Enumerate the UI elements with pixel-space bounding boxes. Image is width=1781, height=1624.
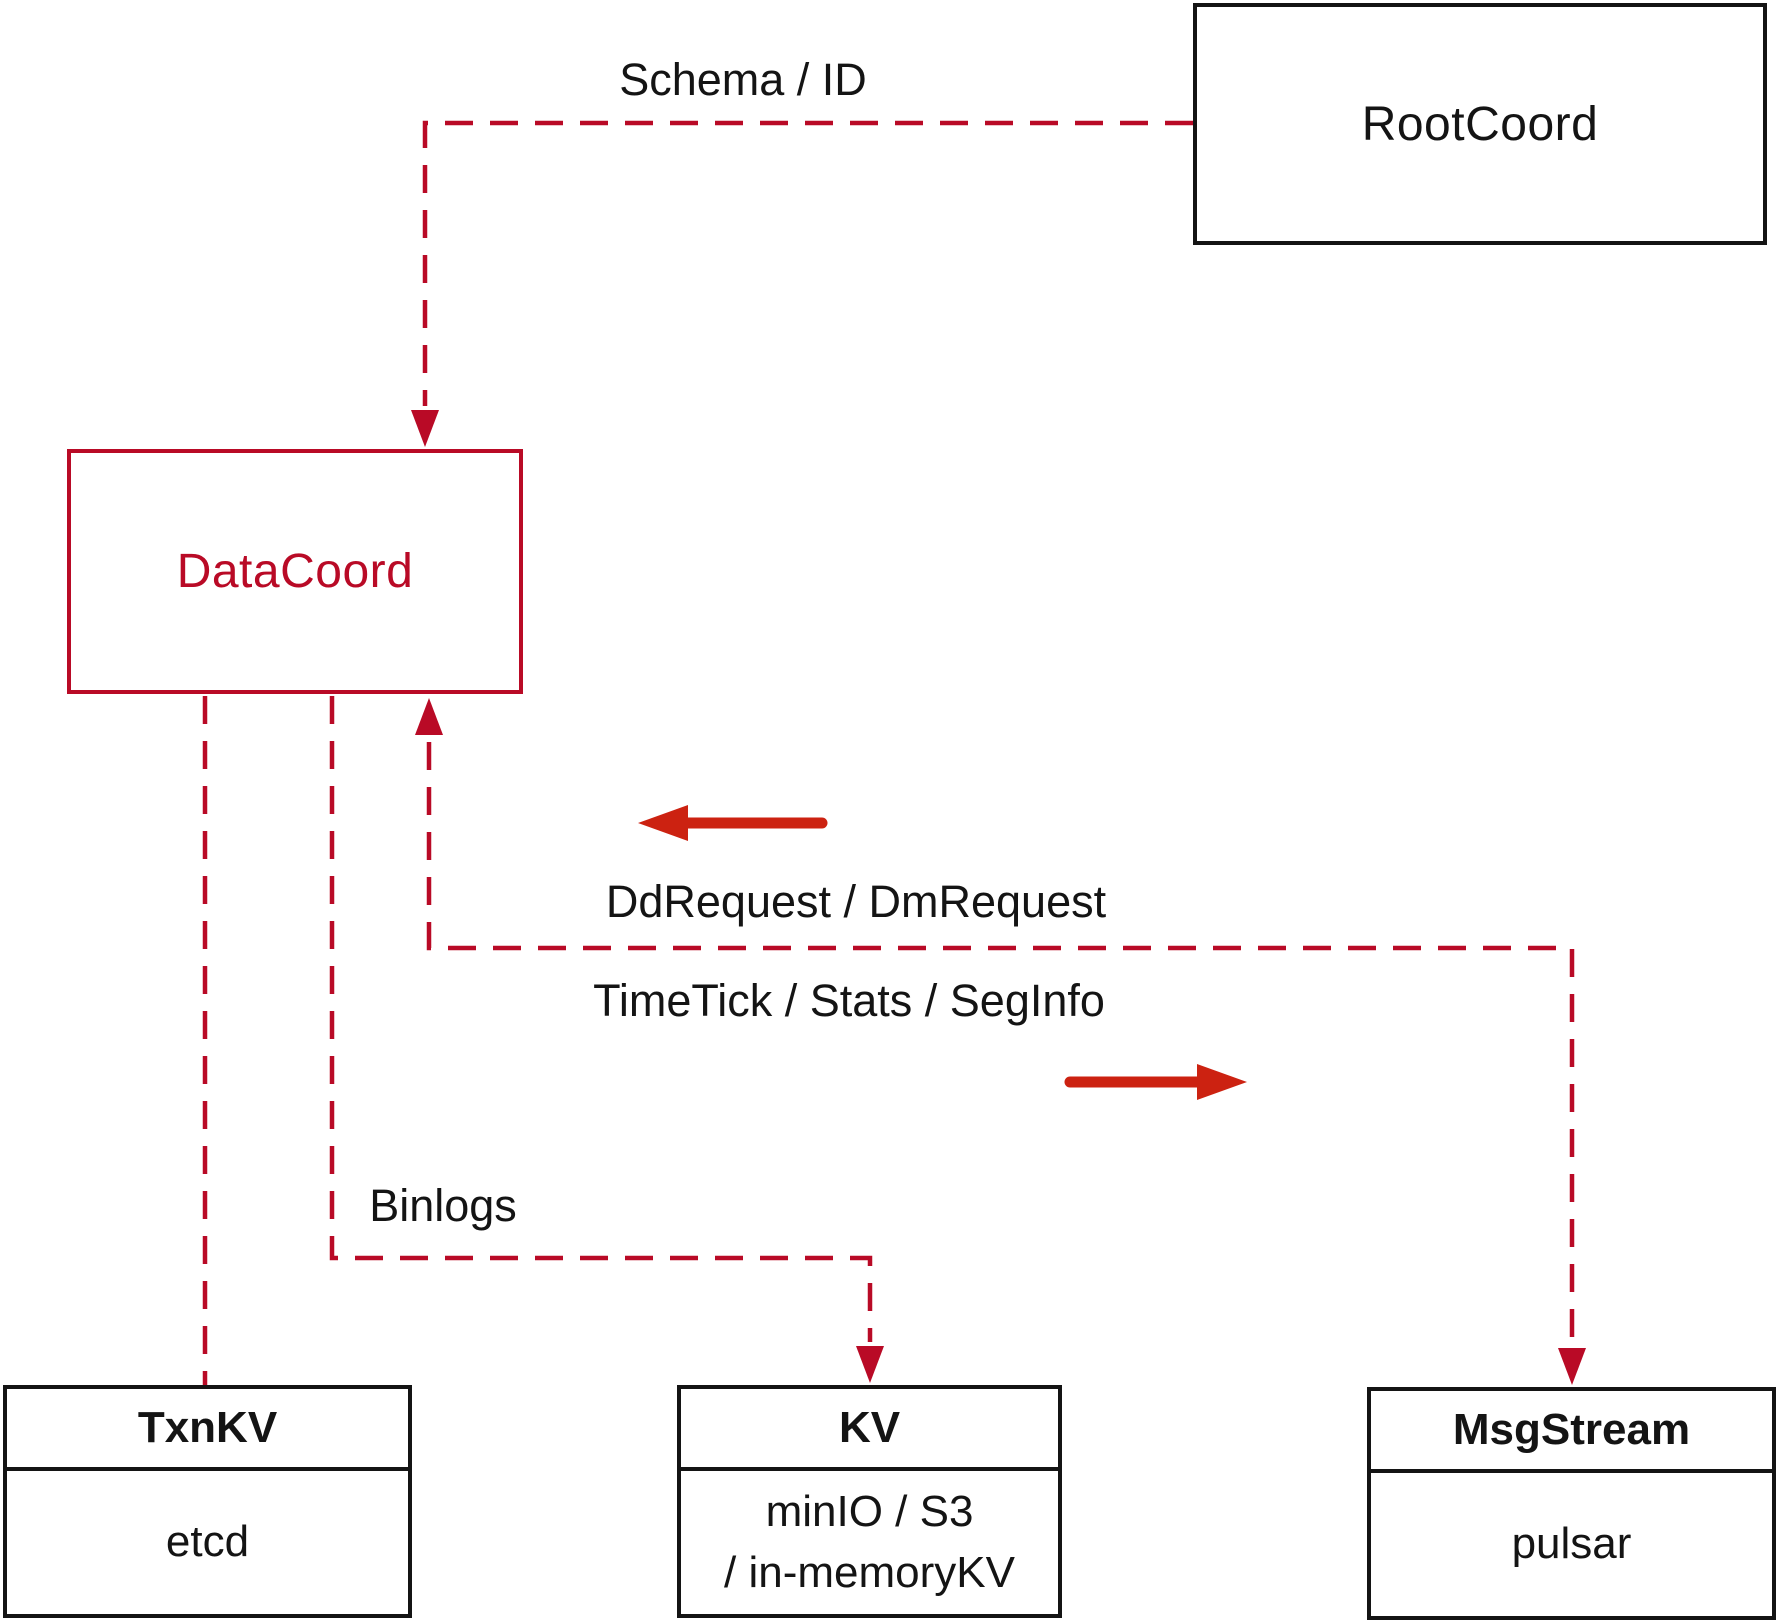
txnkv-title: TxnKV (7, 1389, 408, 1471)
edge-binlogs-arrowhead (856, 1346, 884, 1383)
kv-body-line1: minIO / S3 (765, 1486, 974, 1536)
msgstream-body: pulsar (1511, 1519, 1632, 1569)
edge-msgstream-up-arrowhead (415, 698, 443, 735)
txnkv-node: TxnKV etcd (3, 1385, 412, 1618)
right-direction-arrow-head (1197, 1064, 1247, 1100)
rootcoord-label: RootCoord (1361, 97, 1599, 151)
edge-msgstream-down-arrowhead (1558, 1348, 1586, 1385)
left-direction-arrow-head (638, 805, 688, 841)
edge-binlogs-line (329, 696, 873, 1342)
txnkv-body: etcd (165, 1517, 250, 1567)
edge-msgstream-line (426, 742, 1575, 1344)
edge-label-schema-id: Schema / ID (619, 54, 867, 105)
edge-label-timetick-stats-seginfo: TimeTick / Stats / SegInfo (593, 975, 1105, 1026)
datacoord-node: DataCoord (67, 449, 523, 694)
msgstream-node: MsgStream pulsar (1367, 1387, 1776, 1620)
rootcoord-node: RootCoord (1193, 3, 1767, 245)
datacoord-label: DataCoord (176, 545, 414, 598)
msgstream-title: MsgStream (1371, 1391, 1772, 1473)
kv-node: KV minIO / S3 / in-memoryKV (677, 1385, 1062, 1618)
edge-schema-id-line (422, 120, 1193, 406)
kv-body-line2: / in-memoryKV (724, 1547, 1015, 1597)
edge-label-ddrequest-dmrequest: DdRequest / DmRequest (605, 876, 1107, 927)
kv-title: KV (681, 1389, 1058, 1471)
edge-label-binlogs: Binlogs (369, 1180, 517, 1231)
edge-schema-id-arrowhead (411, 410, 439, 447)
